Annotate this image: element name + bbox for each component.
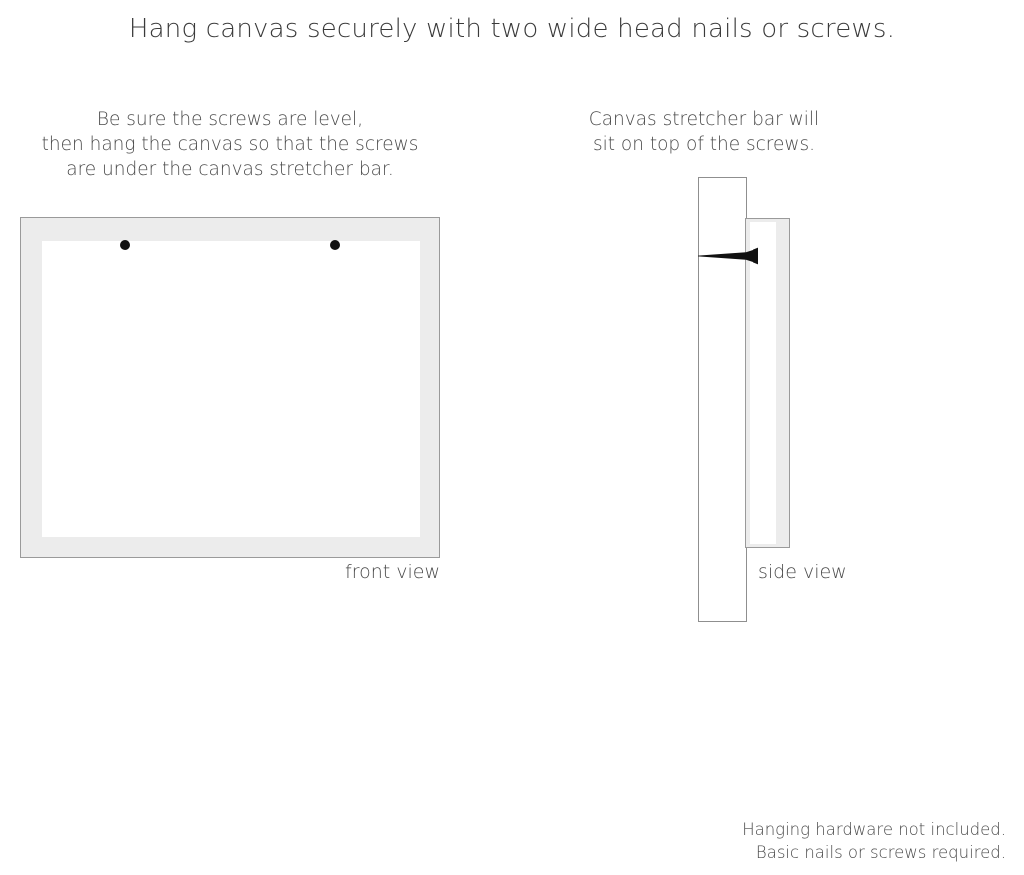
side-view-stretcher-bar-inner	[750, 222, 776, 544]
footer-disclaimer: Hanging hardware not included. Basic nai…	[742, 818, 1006, 864]
front-view-caption: Be sure the screws are level, then hang …	[20, 107, 440, 182]
front-caption-line-1: Be sure the screws are level,	[96, 109, 364, 130]
side-view-label: side view	[758, 561, 847, 583]
screw-head-left-icon	[120, 240, 130, 250]
front-caption-line-2: then hang the canvas so that the screws	[41, 134, 419, 155]
footer-line-2: Basic nails or screws required.	[755, 843, 1006, 862]
side-caption-line-1: Canvas stretcher bar will	[588, 109, 820, 130]
footer-line-1: Hanging hardware not included.	[742, 820, 1006, 839]
front-view-canvas-frame	[20, 217, 440, 558]
side-view-wall	[698, 177, 747, 622]
page-title: Hang canvas securely with two wide head …	[128, 14, 896, 44]
side-caption-line-2: sit on top of the screws.	[592, 134, 816, 155]
front-caption-line-3: are under the canvas stretcher bar.	[66, 159, 394, 180]
front-view-label: front view	[345, 561, 440, 583]
front-view-canvas-surface	[42, 241, 420, 537]
side-view-caption: Canvas stretcher bar will sit on top of …	[585, 107, 823, 157]
screw-head-right-icon	[330, 240, 340, 250]
nail-side-profile-icon	[698, 247, 758, 265]
